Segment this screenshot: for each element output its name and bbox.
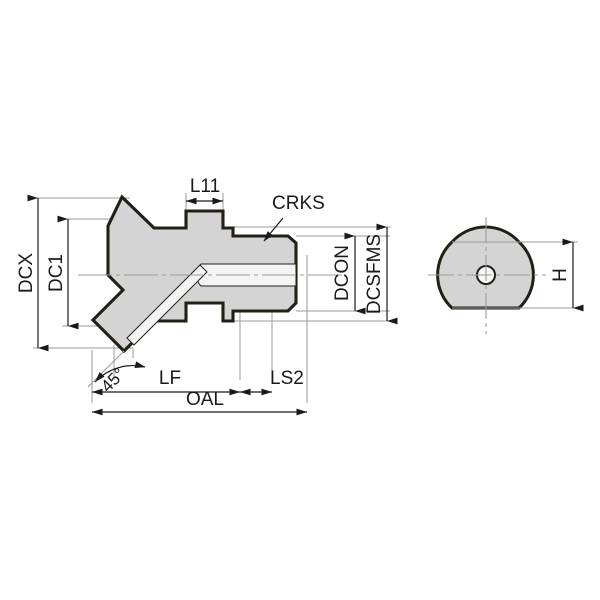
dimension-label-dcx: DCX <box>16 253 37 293</box>
dimension-label-oal: OAL <box>186 389 224 410</box>
annotation-label-crks: CRKS <box>272 193 325 214</box>
dimension-label-ls2: LS2 <box>270 368 304 389</box>
leader-crks: CRKS <box>263 193 325 242</box>
dimension-l11: L11 <box>186 176 223 205</box>
dimension-dcsfms: DCSFMS <box>364 223 398 325</box>
dimension-dcx: DCX <box>16 194 49 352</box>
dimension-label-dcon: DCON <box>332 245 353 301</box>
dimension-dcon: DCON <box>332 232 366 315</box>
end-view-circle <box>428 217 578 334</box>
dimension-label-dcsfms: DCSFMS <box>364 234 385 314</box>
dimension-lf: LF <box>92 368 240 396</box>
dimension-label-lf: LF <box>159 368 181 389</box>
dimension-h: H <box>550 238 584 312</box>
dimension-oal: OAL <box>92 389 307 416</box>
dimension-dc1: DC1 <box>46 215 79 330</box>
dimension-label-l11: L11 <box>190 176 220 197</box>
dimension-ls2: LS2 <box>240 368 304 396</box>
dimension-label-dc1: DC1 <box>46 254 67 292</box>
dimension-label-h: H <box>550 268 571 282</box>
